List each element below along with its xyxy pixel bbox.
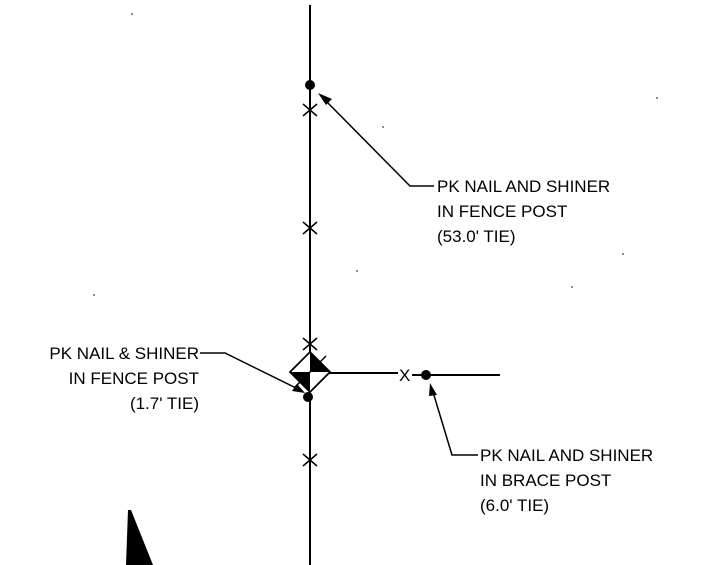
- scan-speck: [382, 126, 384, 128]
- fence-corner-monument-icon: [288, 350, 332, 394]
- leader-line-callout-2: [200, 352, 305, 393]
- fence-x-mark: [302, 337, 318, 351]
- scan-speck: [131, 13, 133, 15]
- leader-line-callout-1: [318, 93, 434, 187]
- fence-x-label: X: [399, 366, 410, 385]
- leader-line-callout-3: [429, 383, 478, 456]
- scan-speck: [93, 294, 95, 296]
- pk-nail-point: [303, 392, 313, 402]
- scan-speck: [356, 270, 358, 272]
- scan-speck: [571, 286, 573, 288]
- callout-line: PK NAIL & SHINER: [49, 344, 199, 363]
- pk-nail-point: [305, 80, 315, 90]
- fence-x-mark: [302, 453, 318, 467]
- callout-line: PK NAIL AND SHINER: [480, 446, 653, 465]
- callout-line: IN FENCE POST: [437, 202, 567, 221]
- callout-line: PK NAIL AND SHINER: [437, 177, 610, 196]
- callout-brace-post-6: PK NAIL AND SHINER IN BRACE POST (6.0' T…: [480, 446, 653, 515]
- callout-line: IN FENCE POST: [69, 369, 199, 388]
- callout-line: (1.7' TIE): [130, 394, 199, 413]
- callout-line: (6.0' TIE): [480, 496, 549, 515]
- scan-speck: [656, 97, 658, 99]
- scan-speck: [622, 253, 624, 255]
- callout-line: (53.0' TIE): [437, 227, 516, 246]
- fence-x-mark: [302, 221, 318, 235]
- fence-x-mark: [302, 103, 318, 117]
- pk-nail-point: [421, 370, 431, 380]
- north-arrow-fragment-icon: [126, 510, 153, 565]
- callout-line: IN BRACE POST: [480, 471, 611, 490]
- callout-fence-post-53: PK NAIL AND SHINER IN FENCE POST (53.0' …: [437, 177, 610, 246]
- callout-fence-post-1-7: PK NAIL & SHINER IN FENCE POST (1.7' TIE…: [49, 344, 199, 413]
